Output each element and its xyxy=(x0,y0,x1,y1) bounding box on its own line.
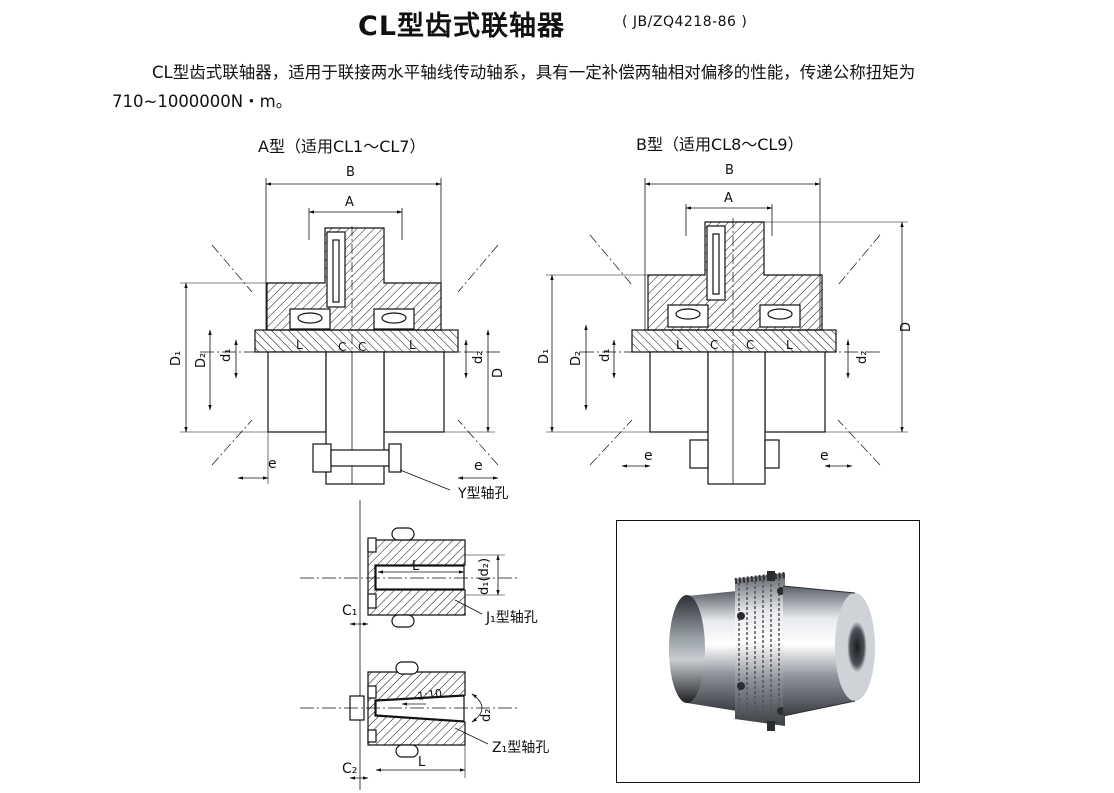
type-a-dim-l-right: L xyxy=(409,338,416,352)
type-b-dim-b: B xyxy=(725,163,734,178)
j1-bore-label: J₁型轴孔 xyxy=(485,610,538,626)
type-a-caption: A型（适用CL1～CL7） xyxy=(258,137,426,156)
type-a-dim-e-right: e xyxy=(474,458,483,474)
type-b-dim-d1: d₁ xyxy=(598,349,613,362)
type-a-y-bore-label: Y型轴孔 xyxy=(457,486,509,502)
type-a-dim-e-left: e xyxy=(268,456,277,472)
type-a-dim-d2-outer: D₂ xyxy=(194,353,209,368)
type-b-dim-d2: d₂ xyxy=(855,351,870,364)
gear-coupling-photo xyxy=(669,571,875,731)
type-b-dim-a: A xyxy=(724,191,733,206)
j1-dim-l: L xyxy=(412,559,420,574)
type-b-dim-l-left: L xyxy=(676,338,683,352)
type-b-dim-d: D xyxy=(899,322,914,332)
type-b-dim-d1-outer: D₁ xyxy=(537,349,552,364)
type-b-dim-l-right: L xyxy=(786,338,793,352)
j1-dim-c1: C₁ xyxy=(342,603,357,619)
type-b-caption: B型（适用CL8～CL9） xyxy=(636,135,804,154)
type-a-dim-d1-outer: D₁ xyxy=(169,351,184,366)
j1-bore-drawing xyxy=(300,500,520,790)
z1-bore-label: Z₁型轴孔 xyxy=(492,740,549,756)
page-title: CL型齿式联轴器 xyxy=(358,11,566,42)
type-b-dim-e-right: e xyxy=(820,448,829,464)
type-a-dim-c-left: C xyxy=(338,340,346,354)
type-a-dim-l-left: L xyxy=(296,338,303,352)
type-b-dim-d2-outer: D₂ xyxy=(569,351,584,366)
z1-dim-d2: d₂ xyxy=(479,709,494,722)
type-a-dim-a: A xyxy=(345,195,354,210)
description-paragraph: CL型齿式联轴器，适用于联接两水平轴线传动轴系，具有一定补偿两轴相对偏移的性能，… xyxy=(112,63,916,111)
type-b-drawing xyxy=(546,178,908,485)
type-a-dim-c-right: C xyxy=(358,340,366,354)
z1-dim-l: L xyxy=(418,755,426,770)
z1-dim-c2: C₂ xyxy=(342,761,357,777)
product-photo-frame xyxy=(616,520,920,783)
standard-code: ( JB/ZQ4218-86 ) xyxy=(622,14,748,30)
type-b-dim-c-left: C xyxy=(710,338,718,352)
type-b-dim-e-left: e xyxy=(644,448,653,464)
j1-dim-d1-d2: d₁(d₂) xyxy=(477,558,492,595)
type-a-dim-d: D xyxy=(491,368,506,378)
type-a-drawing xyxy=(180,178,500,491)
type-b-dim-c-right: C xyxy=(746,338,754,352)
type-a-dim-b: B xyxy=(346,165,355,180)
type-a-dim-d2: d₂ xyxy=(471,351,486,364)
z1-bore-drawing xyxy=(300,661,520,780)
type-a-dim-d1: d₁ xyxy=(219,349,234,362)
z1-taper-label: 1:10 xyxy=(417,687,443,703)
